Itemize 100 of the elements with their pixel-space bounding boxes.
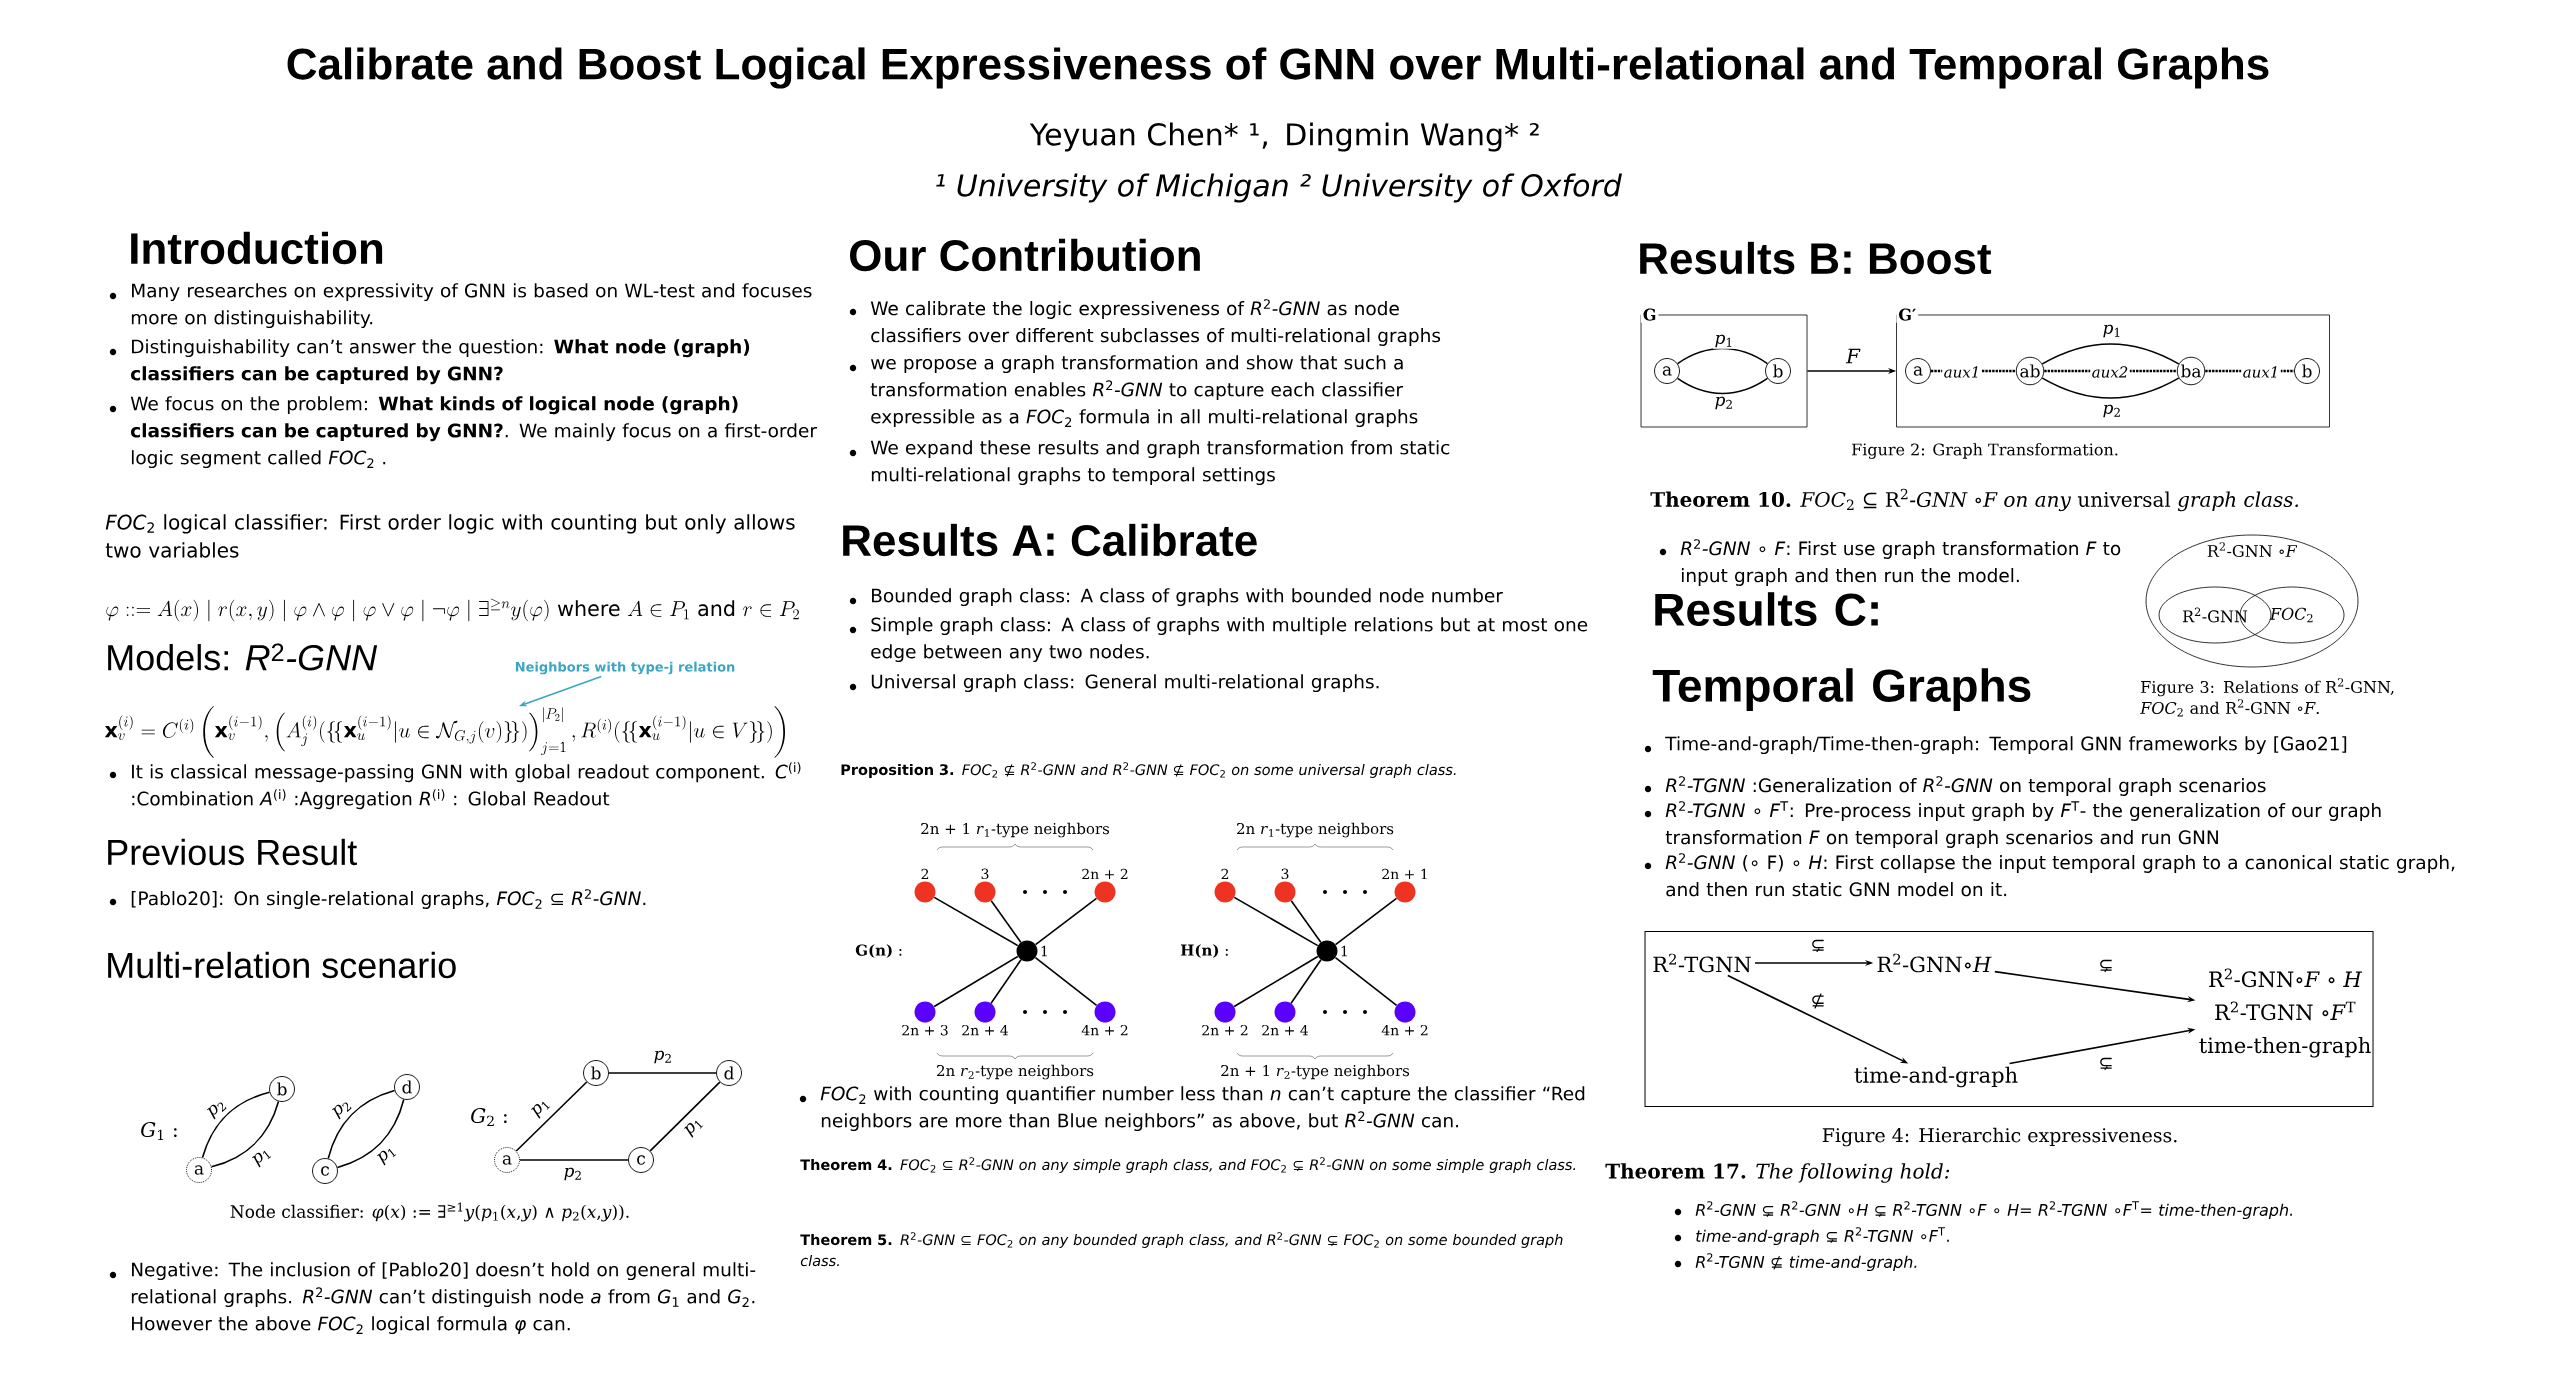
node-label: 2n + 2 bbox=[1202, 1024, 1248, 1036]
edge-label: p$_{2}$ bbox=[562, 1166, 584, 1182]
edge-label: p$_{1}$ bbox=[1713, 333, 1735, 349]
graph-node: a bbox=[1654, 358, 1680, 384]
graph-node: b bbox=[269, 1076, 295, 1102]
bullet-text: Universal graph class: General multi-relational graphs. bbox=[871, 674, 1379, 693]
edge-label: p$_{1}$ bbox=[248, 1143, 276, 1171]
bullet-text: Distinguishability can’t answer the question: What node (graph) classifiers can be captured by GNN? bbox=[131, 339, 750, 385]
section-heading: Models: R$^{2}$-GNN bbox=[108, 643, 378, 671]
bullet-text: R$^{2}$-TGNN ∘ F$^{T}$: Pre-process input graph by F$^{T}$- the generalization of our graph transformation F on temporal graph scenarios and run GNN bbox=[1665, 801, 2381, 848]
edge-label: p$_{2}$ bbox=[203, 1095, 231, 1123]
graph-edge bbox=[1334, 897, 1398, 946]
node-label: 4n + 2 bbox=[1381, 1024, 1428, 1036]
node-label: 2n + 2 bbox=[1082, 868, 1128, 880]
bullet-text: Negative: The inclusion of [Pablo20] doesn’t hold on general multi-relational graphs. R$^{2}$-GNN can’t distinguish node a from G$_{1}$ and G$_{2}$. However the above FOC$_{2}$ logical formula φ can. bbox=[131, 1262, 756, 1335]
graph-node: b bbox=[2294, 358, 2320, 384]
graph-node: 2n + 4 bbox=[1262, 1001, 1309, 1036]
graph-node: ba bbox=[2176, 356, 2206, 386]
section-heading: Multi-relation scenario bbox=[108, 951, 456, 979]
edge-label: aux2 bbox=[2090, 364, 2130, 380]
edge-label: aux1 bbox=[2241, 364, 2281, 380]
bullet-text: R$^{2}$-GNN ∘ F: First use graph transformation F to input graph and then run the model. bbox=[1680, 539, 2121, 586]
class-label: R$^{2}$-TGNN bbox=[1653, 953, 1751, 973]
section-heading: Previous Result bbox=[108, 838, 357, 866]
classifier-formula: Node classifier: φ(x) := ∃$^{≥1}$y(p$_{1}$(x,y) ∧ p$_{2}$(x,y)). bbox=[230, 1202, 629, 1222]
bullet-text: R$^{2}$-TGNN ⊈ time-and-graph. bbox=[1695, 1253, 1917, 1272]
section-heading: Results B: Boost bbox=[1640, 241, 1992, 275]
formula: $\mathbf{x}_v^{(i)} = C^{(i)}\left(\mathbf{x}_v^{(i-1)}, \left(A_j^{(i)}(\{\!\{\mathbf{x}_u^{(i-1)} | u \in \mathcal{N}_{G,j}(v)\}\!\})\right)_{j=1}^{|P_2|}, R^{(i)}(\{\!\{\mathbf{x}_u^{(i-1)} | u \in V\}\!\})\right)$ bbox=[104, 706, 786, 758]
graph-node: b bbox=[1765, 358, 1791, 384]
edge-label: p$_{2}$ bbox=[652, 1049, 674, 1065]
graph-edge bbox=[990, 899, 1022, 944]
graph-edge bbox=[1034, 897, 1098, 946]
bullet-text: We focus on the problem: What kinds of logical node (graph) classifiers can be captured by GNN?. We mainly focus on a first-order logic segment called FOC$_{2}$ . bbox=[130, 396, 817, 469]
theorem-text: Proposition 3. FOC$_{2}$ ⊈ R$^{2}$-GNN and R$^{2}$-GNN ⊈ FOC$_{2}$ on some universal graph class. bbox=[841, 762, 1456, 778]
graph-node: 2 bbox=[1214, 868, 1236, 903]
graph-node: c bbox=[628, 1147, 654, 1173]
bullet-text: Simple graph class: A class of graphs with multiple relations but at most one edge between any two nodes. bbox=[871, 617, 1588, 663]
theorem-text: Theorem 17. The following hold: bbox=[1605, 1163, 1950, 1183]
graph-node: 4n + 2 bbox=[1381, 1001, 1428, 1036]
edge-label: p$_{1}$ bbox=[373, 1141, 401, 1169]
graph-edge bbox=[1233, 955, 1319, 1008]
graph-node: d bbox=[394, 1074, 420, 1100]
graph-label: H(n) : bbox=[1180, 944, 1228, 958]
bullet-text: [Pablo20]: On single-relational graphs, FOC$_{2}$ ⊆ R$^{2}$-GNN. bbox=[131, 889, 646, 909]
node-label: 2n + 4 bbox=[1262, 1024, 1309, 1036]
graph-node: 2n + 1 bbox=[1382, 868, 1427, 903]
brace-label: 2n + 1 r$_{2}$-type neighbors bbox=[1221, 1064, 1410, 1080]
theorem-text: Theorem 5. R$^{2}$-GNN ⊆ FOC$_{2}$ on any bounded graph class, and R$^{2}$-GNN ⊊ FOC$_{2}$ on some bounded graph class. bbox=[800, 1232, 1563, 1267]
graph-node: 2n + 4 bbox=[962, 1001, 1009, 1036]
bullet-text: R$^{2}$-GNN ⊊ R$^{2}$-GNN ∘H ⊊ R$^{2}$-TGNN ∘F ∘ H= R$^{2}$-TGNN ∘F$^{T}$= time-then-graph. bbox=[1695, 1201, 2293, 1220]
brace-label: 2n r$_{1}$-type neighbors bbox=[1237, 822, 1394, 838]
graph-label: G$_{2}$ : bbox=[471, 1107, 507, 1127]
graph-edge bbox=[1290, 959, 1322, 1004]
graph-edge bbox=[327, 1089, 396, 1160]
graph-edge bbox=[1334, 956, 1398, 1007]
edge-label: ⊊ bbox=[1809, 938, 1828, 954]
graph-edge bbox=[210, 1100, 280, 1168]
graph-edge bbox=[1676, 347, 1769, 365]
class-label: time-and-graph bbox=[1854, 1066, 2018, 1088]
node-label: 1 bbox=[1041, 945, 1047, 957]
edge-label: p$_{1}$ bbox=[527, 1094, 555, 1122]
graph-node: 2n + 2 bbox=[1082, 868, 1128, 903]
node-label: 2 bbox=[1221, 868, 1229, 880]
bullet-text: Time-and-graph/Time-then-graph: Temporal GNN frameworks by [Gao21] bbox=[1665, 736, 2347, 755]
bullet-text: FOC$_{2}$ with counting quantifier number less than n can’t capture the classifier “Red neighbors are more than Blue neighbors” as above, but R$^{2}$-GNN can. bbox=[820, 1086, 1585, 1132]
figure-caption: Figure 3: Relations of R$^{2}$-GNN, FOC$_{2}$ and R$^{2}$-GNN ∘F. bbox=[2139, 678, 2394, 717]
graph-edge bbox=[649, 1081, 721, 1152]
node-label: 3 bbox=[1281, 868, 1289, 880]
bullet-text: R$^{2}$-TGNN :Generalization of R$^{2}$-GNN on temporal graph scenarios bbox=[1665, 776, 2266, 796]
edge-label: ⊈ bbox=[1809, 991, 1828, 1011]
bullet-text: time-and-graph ⊊ R$^{2}$-TGNN ∘F$^{T}$. bbox=[1696, 1227, 1949, 1246]
graph-label: G(n) : bbox=[855, 944, 902, 958]
section-heading: Our Contribution bbox=[850, 238, 1200, 272]
graph-node: a bbox=[1905, 358, 1931, 384]
body-text: FOC$_{2}$ logical classifier: First order logic with counting but only allows two variables bbox=[105, 514, 795, 558]
graph-edge bbox=[933, 896, 1019, 947]
bullet-text: Many researches on expressivity of GNN is based on WL-test and focuses more on distinguishability. bbox=[131, 283, 812, 329]
node-label: 1 bbox=[1341, 945, 1347, 957]
node-label: 3 bbox=[981, 868, 989, 880]
graph-edge bbox=[1676, 377, 1769, 395]
node-label: 2n + 4 bbox=[962, 1024, 1009, 1036]
node-label: 4n + 2 bbox=[1081, 1024, 1128, 1036]
graph-edge bbox=[201, 1091, 271, 1159]
graph-edge bbox=[608, 1072, 717, 1074]
graph-edge bbox=[1290, 899, 1322, 944]
annotation-text: Neighbors with type-j relation bbox=[515, 661, 735, 675]
figure-frame bbox=[1644, 931, 2374, 1107]
graph-node: a bbox=[494, 1147, 520, 1173]
graph-edge bbox=[1034, 956, 1098, 1007]
graph-edge bbox=[990, 959, 1022, 1004]
graph-edge bbox=[2041, 377, 2180, 399]
graph-node: 1 bbox=[1016, 940, 1047, 962]
graph-node: 3 bbox=[974, 868, 996, 903]
node-label: 2n + 1 bbox=[1382, 868, 1427, 880]
affiliation-text: ¹ University of Michigan ² University of Oxford bbox=[936, 173, 1622, 203]
section-heading: Introduction bbox=[131, 231, 383, 265]
graph-edge bbox=[933, 955, 1019, 1008]
graph-edge bbox=[336, 1098, 405, 1169]
edge-label: ⊊ bbox=[2097, 1056, 2116, 1072]
graph-label: G$_{1}$ : bbox=[141, 1121, 177, 1141]
